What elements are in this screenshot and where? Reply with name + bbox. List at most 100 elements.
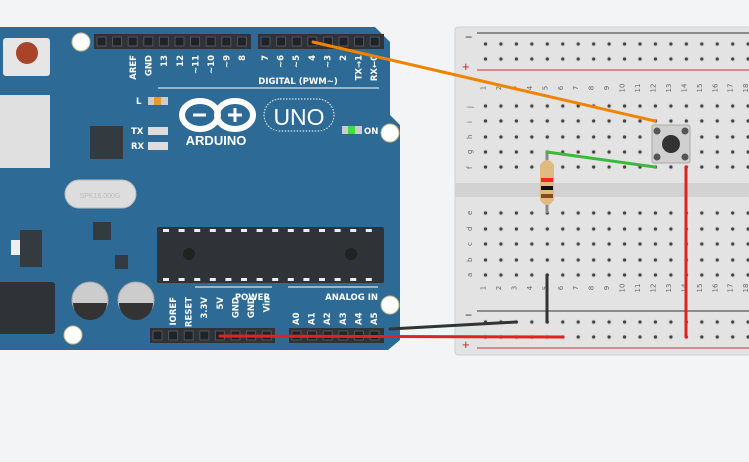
wire-green-resistor-to-button[interactable] — [545, 150, 657, 169]
hole-center — [700, 42, 704, 46]
header-pin[interactable] — [183, 330, 194, 341]
header-pin[interactable] — [291, 36, 302, 47]
hole-center — [545, 42, 549, 46]
hole-center — [746, 273, 749, 277]
header-pin[interactable] — [190, 36, 201, 47]
column-label: 1 — [480, 286, 488, 290]
resistor[interactable] — [540, 152, 554, 213]
header-pin[interactable] — [260, 36, 271, 47]
hole-center — [607, 273, 611, 277]
power-header[interactable] — [150, 328, 275, 343]
hole-center — [653, 227, 658, 231]
header-pin[interactable] — [199, 330, 210, 341]
hole-center — [576, 150, 580, 154]
hole-center — [483, 273, 488, 277]
header-pin[interactable] — [127, 36, 138, 47]
power-header-label: POWER — [235, 293, 271, 303]
hole-center — [607, 135, 611, 139]
hole-center — [638, 227, 642, 231]
hole-center — [746, 258, 749, 262]
header-pin[interactable] — [338, 36, 349, 47]
hole-center — [684, 42, 688, 46]
pushbutton[interactable] — [651, 124, 691, 164]
hole-center — [483, 119, 488, 123]
hole-center — [592, 42, 596, 46]
column-label: 9 — [603, 286, 611, 290]
analog-header-label: ANALOG IN — [325, 293, 378, 303]
wire-orange-pin4-to-button[interactable] — [311, 40, 657, 123]
header-pin[interactable] — [276, 36, 287, 47]
column-label: 13 — [665, 84, 673, 93]
chip-pin — [303, 229, 310, 232]
column-label: 14 — [680, 283, 688, 292]
hole-center — [638, 150, 642, 154]
header-pin[interactable] — [369, 36, 380, 47]
hole-center — [576, 258, 580, 262]
hole-center — [483, 242, 488, 246]
header-pin[interactable] — [96, 36, 107, 47]
pin-label: AREF — [129, 55, 139, 80]
reset-button-cap[interactable] — [16, 42, 38, 64]
pin-label: 4 — [308, 55, 318, 61]
hole-center — [545, 242, 549, 246]
power-jack — [0, 282, 55, 334]
column-label: 2 — [495, 286, 503, 290]
header-pin[interactable] — [158, 36, 169, 47]
header-pin[interactable] — [221, 36, 232, 47]
wire-red-5v[interactable] — [218, 334, 565, 339]
column-label: 8 — [588, 86, 596, 90]
hole-center — [499, 57, 503, 61]
hole-center — [638, 57, 642, 61]
chip-pin — [241, 229, 247, 232]
hole-center — [514, 57, 519, 61]
hole-center — [561, 242, 565, 246]
column-label: 11 — [634, 84, 642, 93]
column-label: 7 — [572, 86, 580, 90]
hole-center — [653, 42, 658, 46]
digital-header-right[interactable] — [258, 34, 384, 49]
header-pin[interactable] — [112, 36, 123, 47]
column-label: 14 — [680, 83, 688, 92]
hole-center — [669, 104, 673, 108]
chip-tiny — [93, 222, 111, 240]
pin-label: ~10 — [207, 55, 217, 74]
hole-center — [731, 258, 735, 262]
hole-center — [746, 119, 749, 123]
header-pin[interactable] — [354, 36, 365, 47]
hole-center — [607, 335, 611, 339]
chip-pin — [225, 278, 232, 281]
hole-center — [576, 42, 580, 46]
hole-center — [545, 135, 549, 139]
hole-center — [530, 150, 534, 154]
hole-center — [530, 320, 534, 324]
hole-center — [715, 211, 719, 215]
chip-pin — [365, 278, 372, 281]
header-pin[interactable] — [152, 330, 163, 341]
pin-label: A4 — [354, 312, 364, 325]
header-pin[interactable] — [174, 36, 185, 47]
hole-center — [561, 135, 565, 139]
chip-dot — [345, 248, 357, 260]
header-pin[interactable] — [168, 330, 179, 341]
hole-center — [514, 135, 519, 139]
hole-center — [576, 119, 580, 123]
header-pin[interactable] — [205, 36, 216, 47]
hole-center — [483, 135, 488, 139]
breadboard[interactable]: − + − + 11223344556677889910101111121213… — [454, 26, 749, 356]
chip-pin — [303, 278, 310, 281]
wire-black-gnd[interactable] — [388, 320, 518, 331]
chip-pin — [272, 229, 279, 232]
header-pin[interactable] — [143, 36, 154, 47]
chip-pin — [334, 229, 341, 232]
column-label: 6 — [557, 85, 565, 90]
model-outline — [263, 98, 335, 132]
arduino-uno[interactable]: SPK16.000G ARDUINO UNO L TX RX — [0, 27, 400, 350]
hole-center — [561, 227, 565, 231]
column-label: 10 — [619, 84, 627, 93]
led-l-light — [154, 97, 161, 105]
hole-center — [592, 335, 596, 339]
column-label: 16 — [711, 83, 719, 92]
chip-pin — [272, 278, 279, 281]
header-pin[interactable] — [236, 36, 247, 47]
